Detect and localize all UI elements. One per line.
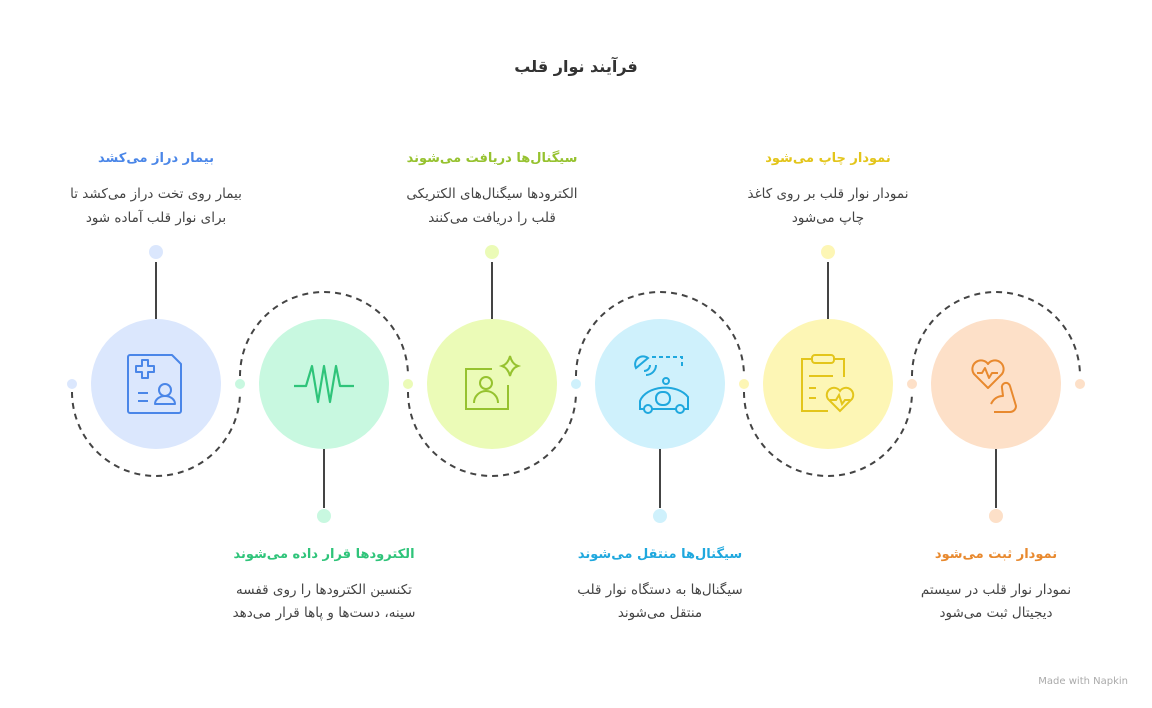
connector-dot xyxy=(1075,379,1085,389)
connector-dot xyxy=(235,379,245,389)
connector-dot xyxy=(739,379,749,389)
step-6-desc: دیجیتال ثبت می‌شود xyxy=(939,605,1052,621)
connector-dot xyxy=(571,379,581,389)
stem-dot xyxy=(821,245,835,259)
step-6-title: نمودار ثبت می‌شود xyxy=(935,547,1057,562)
stem-dot xyxy=(317,509,331,523)
step-5-title: نمودار چاپ می‌شود xyxy=(765,151,891,166)
step-3-desc: الکترودها سیگنال‌های الکتریکی xyxy=(406,185,577,202)
step-3-desc: قلب را دریافت می‌کنند xyxy=(428,210,556,226)
connector-dots xyxy=(67,379,1085,389)
stem-dot xyxy=(989,509,1003,523)
step-1-title: بیمار دراز می‌کشد xyxy=(98,151,214,166)
connector-dot xyxy=(67,379,77,389)
step-4-desc: سیگنال‌ها به دستگاه نوار قلب xyxy=(577,581,742,598)
heartbeat-wave-icon xyxy=(294,364,354,404)
step-4-circle xyxy=(595,319,725,449)
stem-dot xyxy=(485,245,499,259)
step-1-desc: برای نوار قلب آماده شود xyxy=(86,209,226,226)
step-5-circle xyxy=(763,319,893,449)
dashed-path xyxy=(71,291,1081,477)
step-1-desc: بیمار روی تخت دراز می‌کشد تا xyxy=(70,186,242,202)
stem-dot xyxy=(149,245,163,259)
step-2-title: الکترودها قرار داده می‌شوند xyxy=(233,547,414,562)
stems xyxy=(155,262,997,508)
stem-dot xyxy=(653,509,667,523)
user-sparkle-icon xyxy=(465,355,522,410)
diagram-title: فرآیند نوار قلب xyxy=(514,56,638,76)
step-6-desc: نمودار نوار قلب در سیستم xyxy=(921,582,1071,598)
step-1-circle xyxy=(91,319,221,449)
step-6-circle xyxy=(931,319,1061,449)
step-5-desc: چاپ می‌شود xyxy=(792,210,864,226)
clipboard-heart-icon xyxy=(801,354,855,413)
step-2-desc: تکنسین الکترودها را روی قفسه xyxy=(236,582,412,598)
step-2-desc: سینه، دست‌ها و پاها قرار می‌دهد xyxy=(233,605,416,621)
step-4-desc: منتقل می‌شوند xyxy=(618,605,702,621)
heart-arm-icon xyxy=(971,359,1017,413)
connector-dot xyxy=(907,379,917,389)
step-5-desc: نمودار نوار قلب بر روی کاغذ xyxy=(748,186,909,202)
napkin-watermark: Made with Napkin xyxy=(1038,676,1128,687)
step-2-circle xyxy=(259,319,389,449)
medical-id-card-icon xyxy=(127,354,182,414)
signal-vehicle-icon xyxy=(634,355,689,414)
step-4-title: سیگنال‌ها منتقل می‌شوند xyxy=(578,546,742,562)
step-3-title: سیگنال‌ها دریافت می‌شوند xyxy=(407,150,578,166)
connector-dot xyxy=(403,379,413,389)
